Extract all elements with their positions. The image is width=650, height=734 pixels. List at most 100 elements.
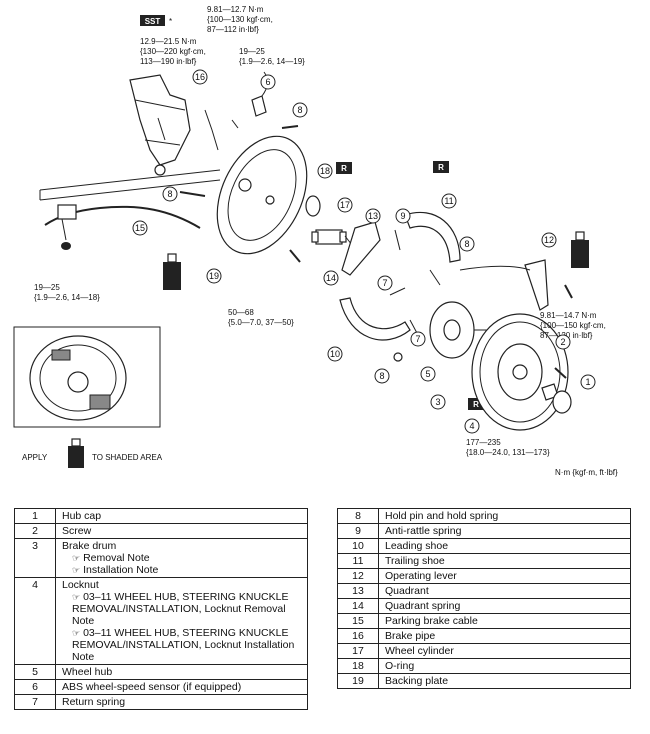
part-name: Operating lever	[378, 568, 631, 584]
part-name: Leading shoe	[378, 538, 631, 554]
brake-exploded-diagram: 9.81—12.7 N·m {100—130 kgf·cm, 87—112 in…	[13, 5, 618, 477]
torque-19-25-a-line1: 19—25	[239, 47, 265, 56]
callout-number-12: 12	[544, 235, 554, 245]
sst-badge-text: SST	[145, 17, 161, 26]
wheel-cylinder-drawing	[311, 229, 347, 245]
grease-tube-right	[571, 231, 589, 268]
callout-circle-10	[327, 346, 343, 362]
callout-circle-16	[192, 69, 208, 85]
reference-hand-icon: ☞	[72, 628, 81, 638]
part-number: 6	[14, 679, 56, 695]
part-number: 17	[337, 643, 379, 659]
callout-number-7: 7	[382, 278, 387, 288]
reference-note-link[interactable]: ☞03–11 WHEEL HUB, STEERING KNUCKLE REMOV…	[62, 627, 301, 663]
callout-circle-18	[317, 163, 333, 179]
reference-hand-icon: ☞	[72, 565, 81, 575]
callout-number-18: 18	[320, 166, 330, 176]
part-name: Locknut☞03–11 WHEEL HUB, STEERING KNUCKL…	[55, 577, 308, 665]
torque-177-235-line2: {18.0—24.0, 131—173}	[466, 448, 550, 457]
part-name: Brake drum☞Removal Note☞Installation Not…	[55, 538, 308, 578]
axle-shaft-drawing	[39, 169, 221, 201]
callout-circle-13	[365, 208, 381, 224]
brake-drum-drawing	[471, 313, 569, 431]
part-number: 19	[337, 673, 379, 689]
part-name-text: Brake drum	[62, 540, 117, 552]
reference-note-link[interactable]: ☞Installation Note	[62, 564, 301, 576]
callout-circle-11	[441, 193, 457, 209]
quadrant-drawing	[341, 221, 381, 276]
callout-circle-3	[430, 394, 446, 410]
lever-link-line	[459, 265, 531, 271]
part-number: 2	[14, 523, 56, 539]
callout-number-9: 9	[400, 211, 405, 221]
trailing-shoe-drawing	[404, 211, 461, 263]
part-number: 12	[337, 568, 379, 584]
part-name: Trailing shoe	[378, 553, 631, 569]
bolt-lower-drawing	[289, 249, 301, 263]
callout-circle-9	[395, 208, 411, 224]
callout-number-2: 2	[560, 337, 565, 347]
inset-detail-drawing	[13, 326, 161, 428]
part-name: Quadrant	[378, 583, 631, 599]
hold-pin-upper	[281, 125, 299, 129]
sst-asterisk: *	[169, 17, 172, 26]
part-name-text: ABS wheel-speed sensor (if equipped)	[62, 681, 242, 693]
torque-19-25-b-line2: {1.9—2.6, 14—18}	[34, 293, 100, 302]
return-spring-upper	[389, 287, 406, 296]
callout-number-8: 8	[297, 105, 302, 115]
reference-note-text: Installation Note	[83, 564, 159, 576]
abs-sensor-drawing	[251, 71, 269, 117]
callout-circle-7	[377, 275, 393, 291]
sst-badge	[140, 15, 165, 26]
wheel-hub-drawing	[429, 301, 490, 359]
replace-badge-2	[433, 161, 449, 173]
torque-top-line2: {100—130 kgf·cm,	[207, 15, 273, 24]
callout-circle-6	[260, 74, 276, 90]
part-number: 3	[14, 538, 56, 578]
part-name: Screw	[55, 523, 308, 539]
reference-note-text: 03–11 WHEEL HUB, STEERING KNUCKLE REMOVA…	[72, 627, 295, 663]
replace-badge-2-text: R	[438, 163, 444, 172]
o-ring-drawing	[305, 195, 321, 217]
apply-label: APPLY	[22, 453, 48, 462]
part-number: 9	[337, 523, 379, 539]
part-number: 11	[337, 553, 379, 569]
reference-note-link[interactable]: ☞03–11 WHEEL HUB, STEERING KNUCKLE REMOV…	[62, 591, 301, 627]
torque-50-68-line1: 50—68	[228, 308, 254, 317]
hub-cap-drawing	[552, 390, 572, 414]
callout-circle-8	[162, 186, 178, 202]
part-name: Hold pin and hold spring	[378, 508, 631, 524]
reference-note-link[interactable]: ☞Removal Note	[62, 552, 301, 564]
part-number: 16	[337, 628, 379, 644]
torque-50-68-line2: {5.0—7.0, 37—50}	[228, 318, 294, 327]
callout-circle-8	[292, 102, 308, 118]
callout-number-13: 13	[368, 211, 378, 221]
parking-brake-cable-drawing	[44, 204, 201, 250]
part-name-text: Screw	[62, 525, 92, 537]
torque-top-line3: 87—112 in·lbf}	[207, 25, 259, 34]
callout-number-6: 6	[265, 77, 270, 87]
hold-pin-left	[179, 191, 206, 197]
reference-note-text: 03–11 WHEEL HUB, STEERING KNUCKLE REMOVA…	[72, 591, 289, 627]
callout-circle-4	[464, 418, 480, 434]
part-number: 8	[337, 508, 379, 524]
replace-badge-1	[336, 162, 352, 174]
part-name-text: Hub cap	[62, 510, 102, 522]
reference-hand-icon: ☞	[72, 553, 81, 563]
part-name: O-ring	[378, 658, 631, 674]
callout-circle-17	[337, 197, 353, 213]
